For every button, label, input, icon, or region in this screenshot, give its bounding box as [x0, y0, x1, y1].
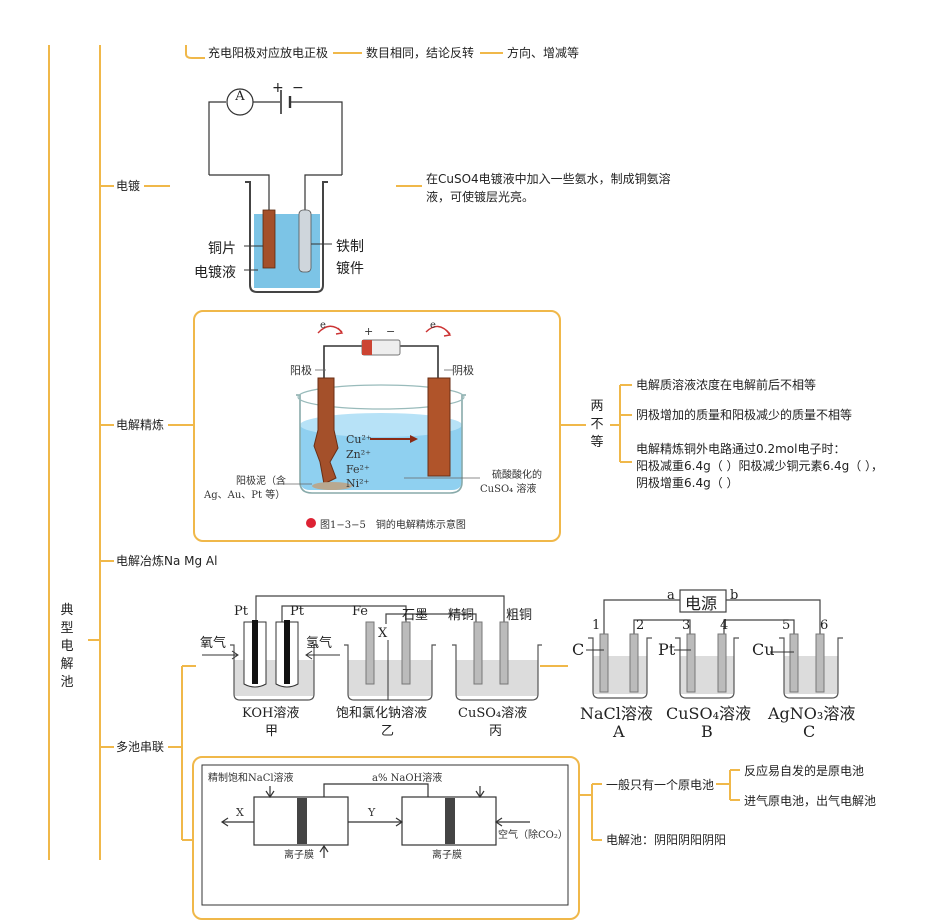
copper-sheet-label: 铜片 [208, 241, 236, 257]
refining-minus: − [386, 325, 396, 338]
anode-mud-label-2: Ag、Au、Pt 等） [204, 490, 286, 501]
multi-cell-title: 多池串联 [116, 740, 165, 754]
electron-right: e [430, 320, 436, 331]
graphite-label: 石墨 [402, 608, 429, 623]
primary-cell-rule-1: 反应易自发的是原电池 [744, 764, 865, 778]
root-char: 电 [60, 639, 74, 654]
top-chain-item-2: 数目相同，结论反转 [366, 46, 475, 60]
pt-electrode-label: Pt [658, 640, 676, 659]
refining-question-1: 电解精炼铜外电路通过0.2mol电子时： [636, 442, 846, 456]
electrode-number: 1 [592, 618, 601, 633]
refining-title: 电解精炼 [116, 418, 165, 432]
cell-name-label: A [613, 722, 625, 741]
smelting-title: 电解冶炼Na Mg Al [116, 554, 218, 568]
ion-label: Cu²⁺ [346, 433, 372, 446]
terminal-a: a [667, 588, 675, 603]
pure-copper-label: 精铜 [448, 608, 475, 623]
ion-label: Ni²⁺ [346, 477, 370, 490]
refining-question-3: 阴极增重6.4g（ ） [636, 476, 739, 490]
refining-question-2: 阳极减重6.4g（ ）阳极减少铜元素6.4g（ ）， [636, 459, 884, 473]
power-source-label: 电源 [685, 594, 718, 613]
two-not-equal-char: 两 [590, 399, 604, 414]
electrode-number: 2 [636, 618, 645, 633]
refining-plus: + [364, 325, 374, 338]
plating-bath-label: 电镀液 [194, 265, 236, 281]
cu-electrode-label: Cu [752, 640, 775, 659]
hydrogen-label: 氢气 [306, 636, 333, 651]
terminal-b: b [730, 588, 739, 603]
root-node: 典 型 电 解 池 [60, 602, 74, 692]
cell-solution-label: CuSO₄溶液 [458, 706, 528, 721]
fe-label: Fe [352, 604, 369, 619]
iron-part-label-2: 镀件 [336, 261, 364, 277]
y-label: Y [368, 806, 376, 819]
root-char: 典 [60, 603, 74, 618]
solution-label-2: CuSO₄ 溶液 [480, 484, 537, 495]
top-chain-item-3: 方向、增减等 [507, 46, 580, 60]
electrode-number: 5 [782, 618, 791, 633]
root-char: 型 [60, 621, 74, 636]
cell-solution-label: 饱和氯化钠溶液 [336, 706, 428, 721]
cell-name-label: 乙 [381, 724, 395, 739]
top-chain-item-1: 充电阳极对应放电正极 [208, 46, 329, 60]
nacl-feed-label: 精制饱和NaCl溶液 [208, 773, 294, 784]
cell-name-label: B [701, 722, 713, 741]
ammeter-label: A [235, 89, 245, 104]
electrolysis-cell-note: 电解池：阴阳阴阳阴阳 [606, 833, 727, 847]
oxygen-label: 氧气 [200, 636, 227, 651]
primary-cell-rule-2: 进气原电池，出气电解池 [744, 794, 877, 808]
iron-part-label-1: 铁制 [336, 239, 364, 255]
electrode-number: 4 [720, 618, 729, 633]
cell-name-label: 丙 [489, 724, 503, 739]
refining-point-2: 阴极增加的质量和阳极减少的质量不相等 [636, 408, 853, 422]
membrane-label: 离子膜 [284, 850, 314, 861]
carbon-label: C [572, 640, 585, 659]
root-char: 池 [60, 675, 74, 690]
two-not-equal-char: 等 [590, 435, 604, 450]
anode-mud-label-1: 阳极泥（含 [236, 476, 286, 487]
cell-name-label: C [803, 722, 816, 741]
refining-point-1: 电解质溶液浓度在电解前后不相等 [636, 378, 817, 392]
cell-solution-label: NaCl溶液 [580, 704, 653, 723]
electron-left: e [320, 320, 326, 331]
cell-solution-label: KOH溶液 [242, 706, 300, 721]
membrane-label: 离子膜 [432, 850, 462, 861]
pt-label: Pt [234, 604, 248, 619]
plus-sign: + [272, 80, 284, 96]
pt-label: Pt [290, 604, 304, 619]
two-not-equal-char: 不 [590, 417, 604, 432]
one-primary-cell-note: 一般只有一个原电池 [606, 778, 715, 792]
crude-copper-label: 粗铜 [506, 608, 533, 623]
minus-sign: − [292, 80, 304, 96]
x-label: X [378, 626, 388, 641]
electroplating-note-2: 液，可使镀层光亮。 [426, 190, 535, 204]
cell-solution-label: CuSO₄溶液 [666, 704, 752, 723]
electrode-number: 3 [682, 618, 691, 633]
cathode-label: 阴极 [452, 364, 474, 377]
refining-caption: 图1−3−5 铜的电解精炼示意图 [320, 520, 466, 531]
cell-name-label: 甲 [265, 724, 279, 739]
x-outlet-label: X [236, 806, 244, 819]
electroplating-note-1: 在CuSO4电镀液中加入一些氨水，制成铜氨溶 [426, 172, 671, 186]
anode-label: 阳极 [290, 364, 312, 377]
ion-label: Fe²⁺ [346, 463, 370, 476]
ion-label: Zn²⁺ [346, 448, 371, 461]
electroplating-title: 电镀 [116, 179, 141, 193]
cell-solution-label: AgNO₃溶液 [768, 704, 856, 723]
naoh-label: a% NaOH溶液 [372, 773, 443, 784]
electrode-number: 6 [820, 618, 829, 633]
root-char: 解 [60, 657, 74, 672]
solution-label-1: 硫酸酸化的 [492, 470, 542, 481]
air-inlet-label: 空气（除CO₂） [498, 830, 568, 841]
